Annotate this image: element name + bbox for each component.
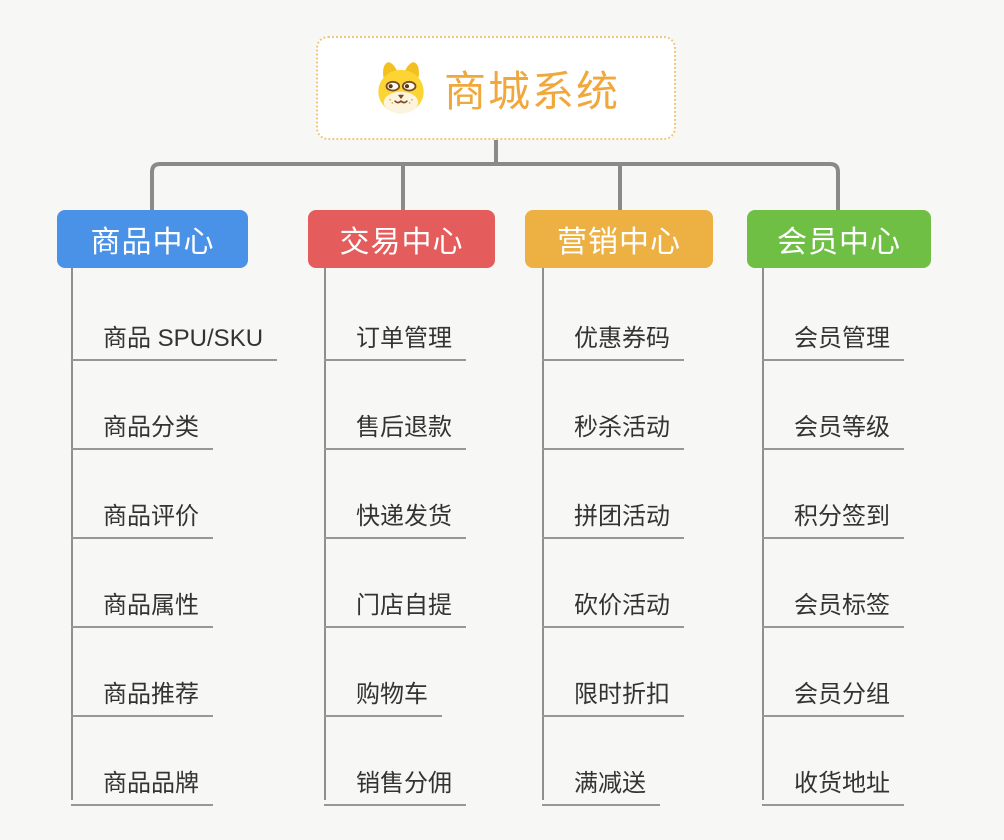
leaf-item[interactable]: 会员分组	[762, 665, 904, 717]
leaf-item[interactable]: 会员管理	[762, 309, 904, 361]
leaf-item[interactable]: 销售分佣	[324, 754, 466, 806]
branch-label: 营销中心	[557, 226, 681, 259]
branch-label: 商品中心	[90, 226, 215, 259]
branch-member-center[interactable]: 会员中心	[747, 210, 931, 268]
shiba-dog-icon	[378, 62, 424, 114]
leaf-item[interactable]: 积分签到	[762, 487, 904, 539]
leaf-item[interactable]: 商品评价	[71, 487, 213, 539]
branch-trade-center[interactable]: 交易中心	[308, 210, 495, 268]
leaf-item[interactable]: 商品 SPU/SKU	[71, 309, 278, 361]
leaf-item[interactable]: 商品分类	[71, 398, 213, 450]
leaf-item[interactable]: 会员标签	[762, 576, 904, 628]
leaf-item[interactable]: 商品推荐	[71, 665, 213, 717]
leaf-item[interactable]: 拼团活动	[542, 487, 684, 539]
branch-product-center[interactable]: 商品中心	[57, 210, 248, 268]
branch-marketing-center[interactable]: 营销中心	[525, 210, 713, 268]
leaf-item[interactable]: 会员等级	[762, 398, 904, 450]
leaf-item[interactable]: 商品品牌	[71, 754, 213, 806]
root-node[interactable]: 商城系统	[316, 36, 676, 140]
leaf-item[interactable]: 限时折扣	[542, 665, 684, 717]
branch-spine-line	[324, 268, 326, 800]
branch-spine-line	[71, 268, 73, 800]
leaf-item[interactable]: 收货地址	[762, 754, 904, 806]
leaf-item[interactable]: 优惠券码	[542, 309, 684, 361]
leaf-item[interactable]: 门店自提	[324, 576, 466, 628]
leaf-item[interactable]: 售后退款	[324, 398, 466, 450]
branch-label: 交易中心	[339, 226, 464, 259]
leaf-item[interactable]: 商品属性	[71, 576, 213, 628]
root-title: 商城系统	[443, 67, 620, 115]
branch-label: 会员中心	[777, 226, 901, 259]
leaf-item[interactable]: 秒杀活动	[542, 398, 684, 450]
leaf-item[interactable]: 满减送	[542, 754, 660, 806]
branch-spine-line	[542, 268, 544, 800]
leaf-item[interactable]: 砍价活动	[542, 576, 684, 628]
leaf-item[interactable]: 订单管理	[324, 309, 466, 361]
branch-spine-line	[762, 268, 764, 800]
leaf-item[interactable]: 快递发货	[324, 487, 466, 539]
leaf-item[interactable]: 购物车	[324, 665, 442, 717]
